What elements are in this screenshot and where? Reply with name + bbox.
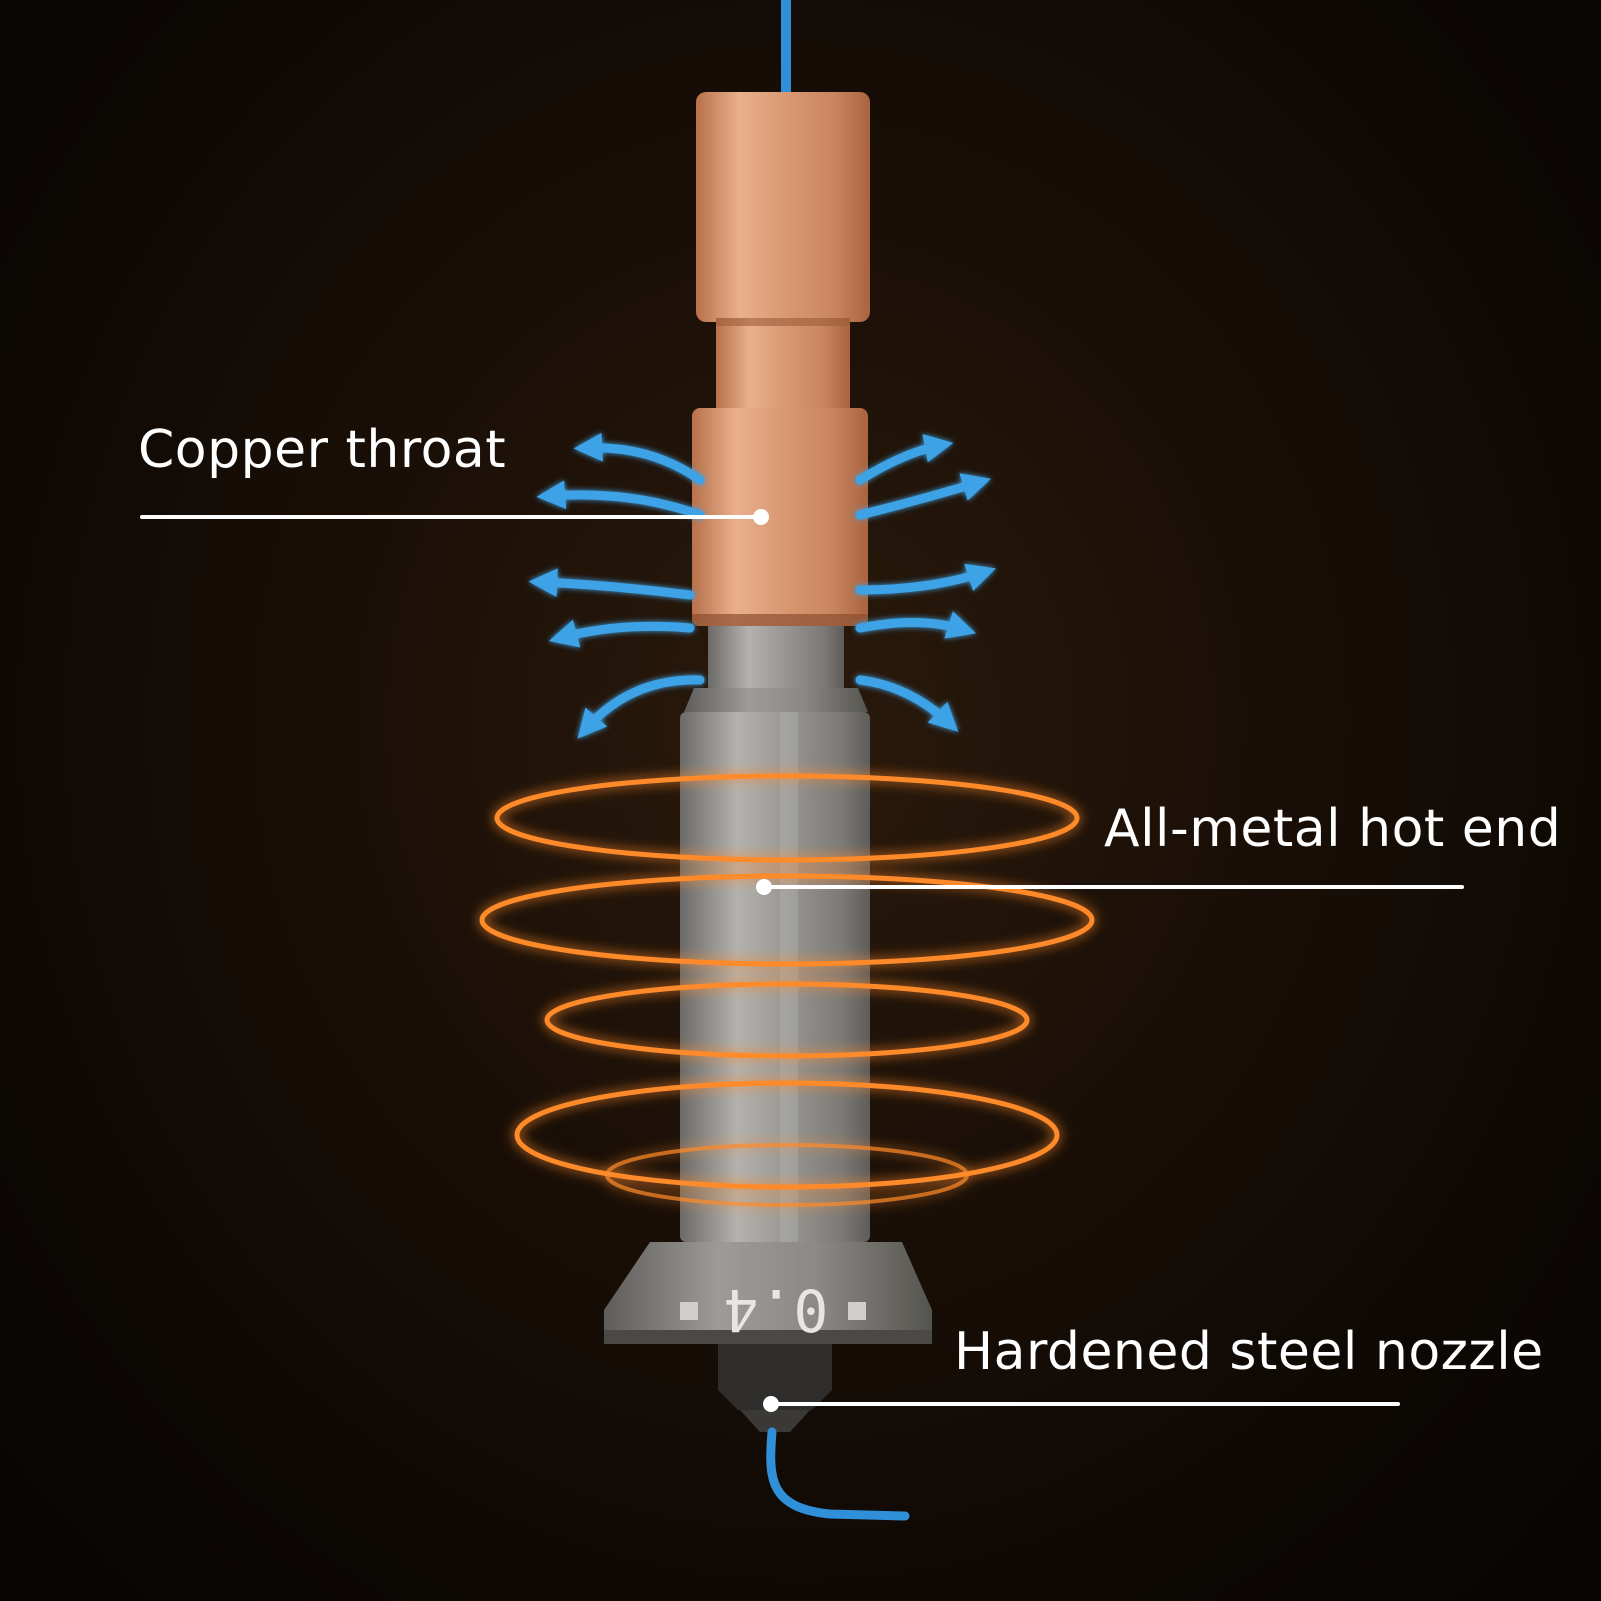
nozzle-leader-dot — [763, 1396, 779, 1412]
filament-bottom — [766, 1427, 910, 1521]
nozzle-hex — [604, 1242, 932, 1432]
copper-throat — [692, 92, 870, 626]
copper-throat-leader-line — [140, 515, 760, 519]
copper-throat-label: Copper throat — [138, 420, 507, 480]
nozzle-size-marking: 0.4 — [724, 1276, 829, 1344]
nozzle-label: Hardened steel nozzle — [954, 1322, 1544, 1382]
hot-end-label: All-metal hot end — [1104, 799, 1562, 859]
airflow-arrows-icon — [528, 432, 996, 739]
heat-rings-icon — [479, 773, 1095, 1207]
hot-end-leader-line — [764, 885, 1464, 889]
nozzle-leader-line — [772, 1402, 1400, 1406]
hot-end-leader-dot — [756, 879, 772, 895]
hot-end-body — [680, 626, 870, 1242]
copper-throat-leader-dot — [753, 509, 769, 525]
